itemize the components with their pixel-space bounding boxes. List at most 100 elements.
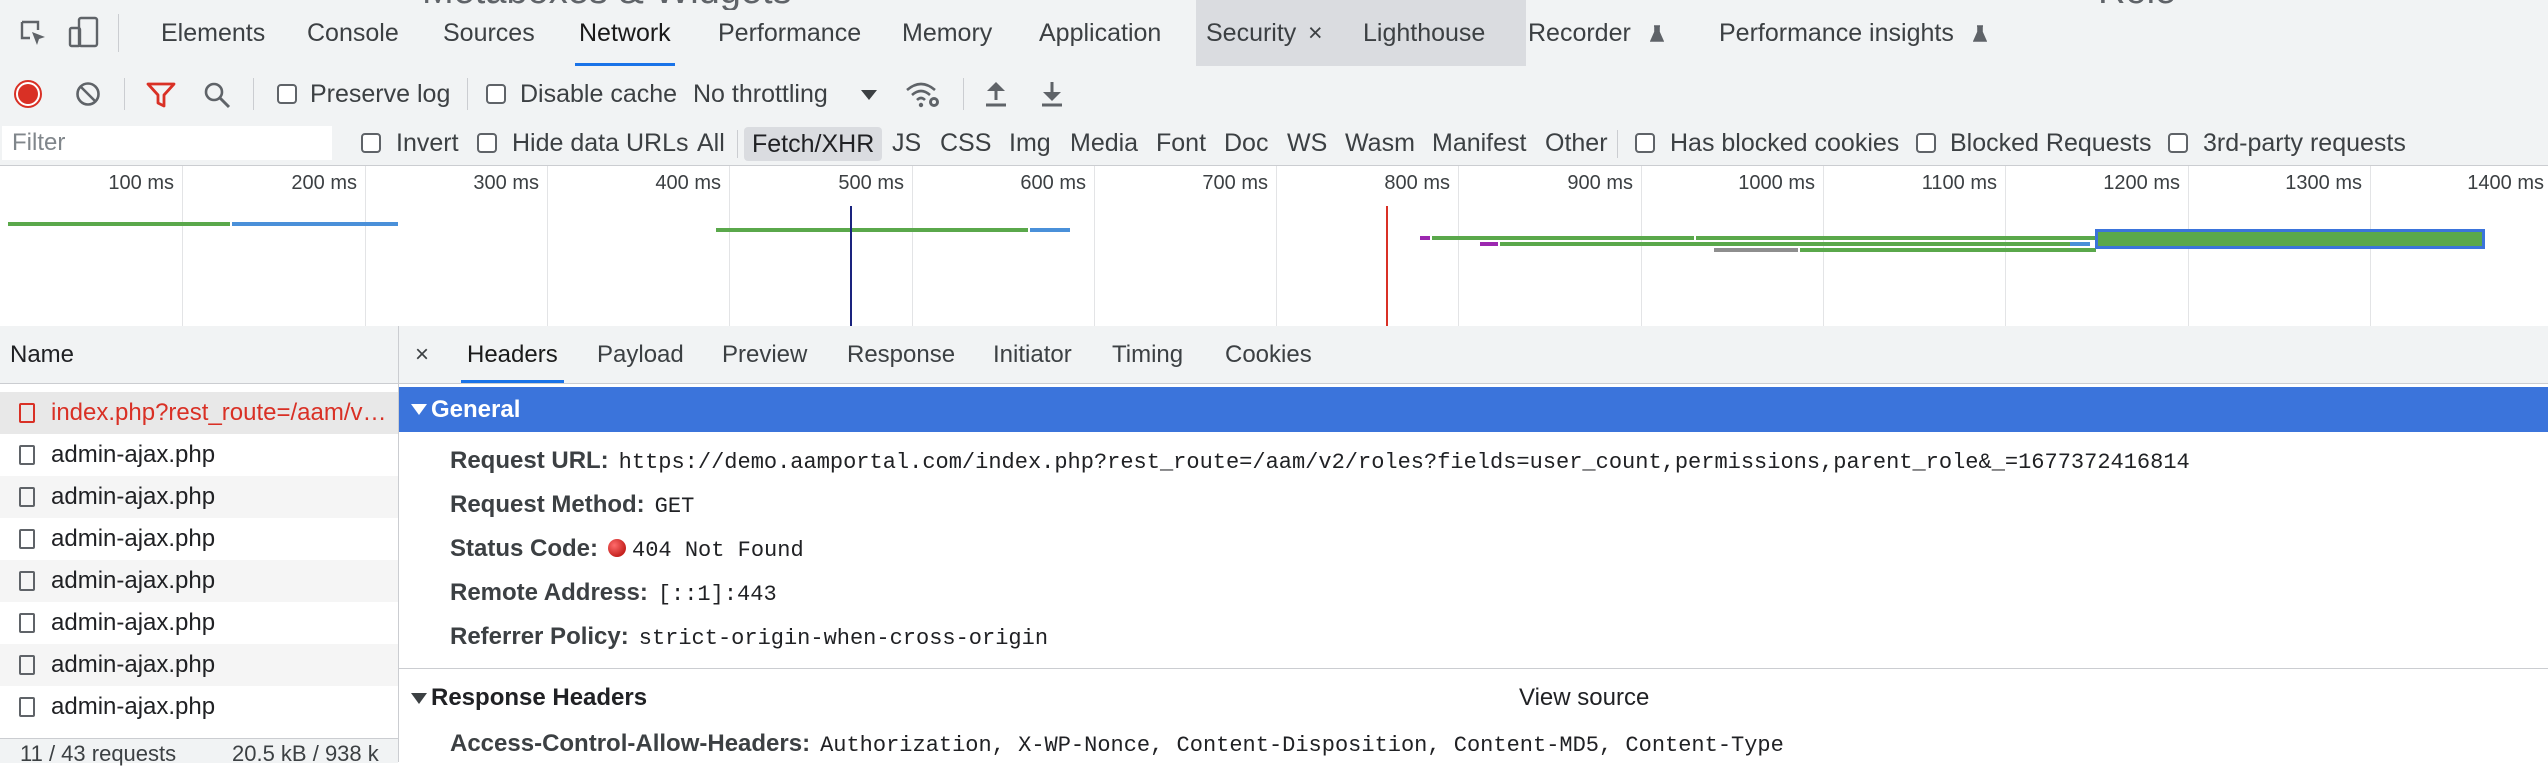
filter-type-font[interactable]: Font xyxy=(1156,129,1207,157)
tab-console[interactable]: Console xyxy=(307,19,399,47)
view-source-link[interactable]: View source xyxy=(1519,684,1650,711)
filter-button[interactable] xyxy=(146,81,176,109)
request-row[interactable]: admin-ajax.php xyxy=(0,644,398,686)
expand-triangle-icon xyxy=(411,404,427,415)
inspect-element-icon[interactable] xyxy=(18,18,48,48)
request-url-row: Request URL:https://demo.aamportal.com/i… xyxy=(450,441,2190,481)
blocked-requests-checkbox[interactable] xyxy=(1916,133,1936,153)
clear-button[interactable] xyxy=(75,81,101,107)
request-row[interactable]: admin-ajax.php xyxy=(0,686,398,728)
filter-separator xyxy=(737,130,738,158)
filter-type-wasm[interactable]: Wasm xyxy=(1345,129,1415,157)
tab-memory[interactable]: Memory xyxy=(902,19,993,47)
request-row[interactable]: admin-ajax.php xyxy=(0,560,398,602)
timeline-tick-label: 1000 ms xyxy=(1738,172,1815,194)
request-row[interactable]: admin-ajax.php xyxy=(0,518,398,560)
filter-type-doc[interactable]: Doc xyxy=(1224,129,1269,157)
timeline-tick-label: 1100 ms xyxy=(1921,172,1997,194)
tab-timing[interactable]: Timing xyxy=(1112,341,1184,368)
response-header-value: Authorization, X-WP-Nonce, Content-Dispo… xyxy=(820,733,1784,758)
has-blocked-cookies-checkbox[interactable] xyxy=(1635,133,1655,153)
details-tab-bar: × Headers Payload Preview Response Initi… xyxy=(399,326,2548,384)
request-row[interactable]: admin-ajax.php xyxy=(0,476,398,518)
filter-type-media[interactable]: Media xyxy=(1070,129,1139,157)
throttling-select[interactable]: No throttling xyxy=(693,66,883,122)
request-list: Name index.php?rest_route=/aam/v2/roles?… xyxy=(0,326,399,766)
request-row[interactable]: admin-ajax.php xyxy=(0,434,398,476)
close-details-icon[interactable]: × xyxy=(415,341,430,368)
timeline-bar xyxy=(1030,228,1070,232)
tab-sources[interactable]: Sources xyxy=(443,19,535,47)
tab-recorder[interactable]: Recorder xyxy=(1528,0,1664,66)
third-party-requests-checkbox[interactable] xyxy=(2168,133,2188,153)
filter-type-css[interactable]: CSS xyxy=(940,129,992,157)
filter-separator xyxy=(1617,130,1618,158)
toolbar-separator xyxy=(963,78,964,110)
tab-response[interactable]: Response xyxy=(847,341,956,368)
blocked-requests-label: Blocked Requests xyxy=(1950,129,2152,157)
tab-performance-insights[interactable]: Performance insights xyxy=(1719,0,1987,66)
timeline-tick-label: 1400 ms xyxy=(2467,172,2544,194)
response-headers-section-header[interactable]: Response Headers View source xyxy=(399,676,2548,720)
device-toolbar-icon[interactable] xyxy=(68,16,100,50)
tab-initiator[interactable]: Initiator xyxy=(993,341,1072,368)
status-code-row: Status Code:404 Not Found xyxy=(450,529,804,569)
toolbar-separator xyxy=(467,78,468,110)
filter-type-ws[interactable]: WS xyxy=(1287,129,1328,157)
tab-bar-separator xyxy=(118,14,119,52)
tab-performance[interactable]: Performance xyxy=(718,19,862,47)
filter-type-img[interactable]: Img xyxy=(1009,129,1051,157)
request-row[interactable]: admin-ajax.php xyxy=(0,602,398,644)
timeline-tick-label: 800 ms xyxy=(1384,172,1450,194)
filter-type-other[interactable]: Other xyxy=(1545,129,1608,157)
general-section-header[interactable]: General xyxy=(399,387,2548,432)
tab-application[interactable]: Application xyxy=(1039,19,1162,47)
search-button[interactable] xyxy=(203,81,231,109)
name-column-header[interactable]: Name xyxy=(0,326,398,384)
network-conditions-button[interactable] xyxy=(905,80,941,110)
upload-icon xyxy=(986,82,1006,107)
timeline-tick-line xyxy=(1094,166,1095,326)
referrer-policy-value: strict-origin-when-cross-origin xyxy=(638,626,1049,651)
import-har-button[interactable] xyxy=(984,78,1008,108)
transferred-size: 20.5 kB / 938 k xyxy=(232,741,379,766)
invert-checkbox[interactable] xyxy=(361,133,381,153)
timeline-bar xyxy=(8,222,230,226)
hide-data-urls-label: Hide data URLs xyxy=(512,129,689,157)
filter-type-fetch-xhr[interactable]: Fetch/XHR xyxy=(744,127,883,161)
tab-security-close-icon[interactable]: × xyxy=(1308,19,1323,47)
timeline-tick-label: 1300 ms xyxy=(2285,172,2362,194)
toolbar-separator xyxy=(124,78,125,110)
request-method-value: GET xyxy=(654,494,695,519)
export-har-button[interactable] xyxy=(1040,78,1064,108)
request-name: admin-ajax.php xyxy=(51,609,216,636)
tab-cookies[interactable]: Cookies xyxy=(1225,341,1312,368)
request-row[interactable]: index.php?rest_route=/aam/v2/roles?field… xyxy=(0,392,398,434)
disable-cache-checkbox[interactable] xyxy=(486,84,506,104)
tab-lighthouse[interactable]: Lighthouse xyxy=(1363,19,1486,47)
request-name: admin-ajax.php xyxy=(51,525,216,552)
tab-network[interactable]: Network xyxy=(575,0,675,66)
page-behind-role: Role xyxy=(2098,0,2176,10)
tab-headers[interactable]: Headers xyxy=(461,326,564,383)
filter-type-all[interactable]: All xyxy=(697,129,725,157)
filter-input[interactable] xyxy=(2,126,332,160)
request-count: 11 / 43 requests xyxy=(20,741,177,766)
referrer-policy-key: Referrer Policy: xyxy=(450,623,629,650)
remote-address-value: [::1]:443 xyxy=(657,582,777,607)
section-divider xyxy=(399,668,2548,669)
record-button[interactable] xyxy=(14,80,42,108)
filter-type-manifest[interactable]: Manifest xyxy=(1432,129,1527,157)
timeline-tick-line xyxy=(2188,166,2189,326)
request-name: index.php?rest_route=/aam/v2/roles?field… xyxy=(51,399,391,426)
timeline-tick-line xyxy=(729,166,730,326)
timeline-tick-line xyxy=(1276,166,1277,326)
tab-security[interactable]: Security × xyxy=(1196,0,1526,66)
preserve-log-checkbox[interactable] xyxy=(277,84,297,104)
filter-type-js[interactable]: JS xyxy=(892,129,922,157)
tab-elements[interactable]: Elements xyxy=(161,19,266,47)
tab-payload[interactable]: Payload xyxy=(597,341,684,368)
hide-data-urls-checkbox[interactable] xyxy=(477,133,497,153)
tab-preview[interactable]: Preview xyxy=(722,341,808,368)
